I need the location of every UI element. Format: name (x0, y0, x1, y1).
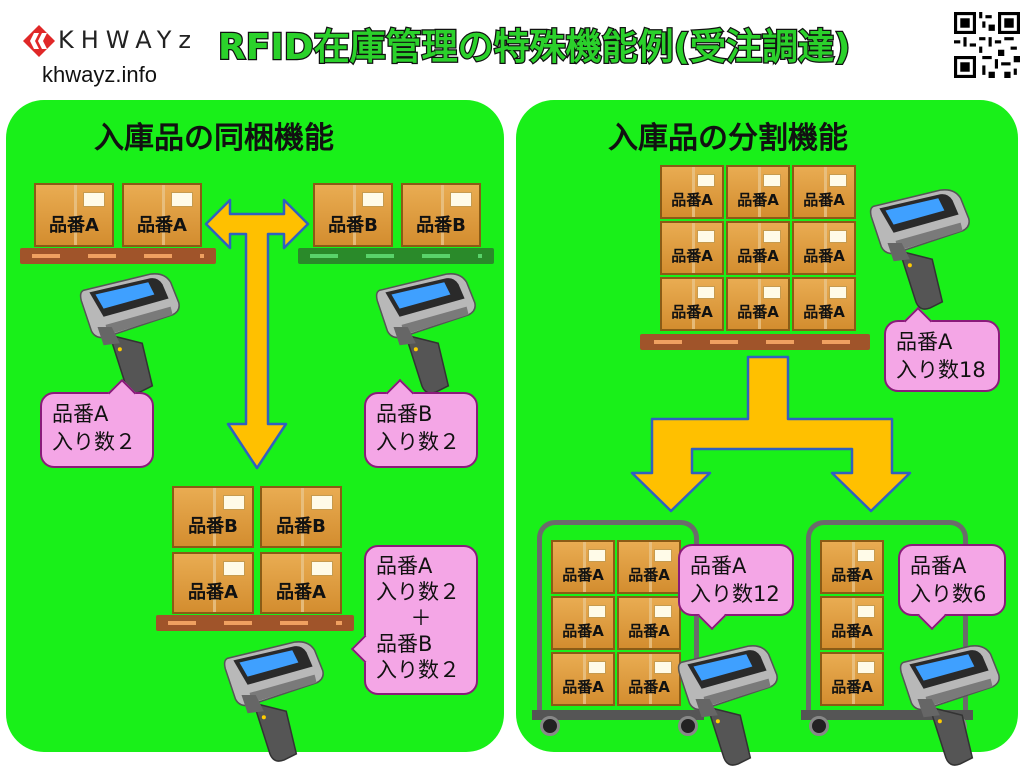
box-part-a: 品番A (617, 540, 681, 594)
pallet-icon (640, 334, 870, 350)
box-part-a: 品番A (551, 596, 615, 650)
box-part-a: 品番A (820, 652, 884, 706)
site-url: khwayz.info (42, 62, 157, 87)
rfid-handheld-reader-icon (79, 273, 180, 394)
box-part-b: 品番B (260, 486, 342, 548)
left-panel-title: 入庫品の同梱機能 (94, 121, 334, 156)
box-part-a: 品番A (34, 183, 114, 247)
box-part-a: 品番A (260, 552, 342, 614)
rfid-handheld-reader-icon (899, 645, 1000, 766)
box-part-a: 品番A (660, 221, 724, 275)
box-part-b: 品番B (313, 183, 393, 247)
speech-bubble-part-a: 品番A 入り数２ (40, 378, 154, 468)
box-part-a: 品番A (792, 221, 856, 275)
box-part-a: 品番A (792, 277, 856, 331)
box-part-a: 品番A (792, 165, 856, 219)
page-title: RFID在庫管理の特殊機能例(受注調達) (217, 26, 852, 70)
speech-bubble-cart1: 品番A 入り数12 (678, 544, 794, 631)
box-part-a: 品番A (122, 183, 202, 247)
khwayz-logo-icon (23, 25, 55, 57)
box-part-a: 品番A (726, 221, 790, 275)
cart-icon (537, 520, 699, 712)
box-part-a: 品番A (551, 540, 615, 594)
box-part-a: 品番A (172, 552, 254, 614)
cart-wheel (678, 716, 698, 736)
box-part-a: 品番A (726, 277, 790, 331)
box-part-b: 品番B (401, 183, 481, 247)
box-part-a: 品番A (660, 277, 724, 331)
pallet-icon (298, 248, 494, 264)
cart-base (801, 710, 973, 720)
cart-icon (806, 520, 968, 712)
speech-bubble-part-b: 品番B 入り数２ (364, 378, 478, 468)
rfid-handheld-reader-icon (677, 645, 778, 766)
box-part-a: 品番A (551, 652, 615, 706)
box-part-a: 品番A (660, 165, 724, 219)
double-arrow-icon (204, 198, 310, 470)
box-part-b: 品番B (172, 486, 254, 548)
split-arrow-icon (630, 355, 912, 513)
rfid-handheld-reader-icon (869, 189, 970, 310)
pallet-icon (156, 615, 354, 631)
rfid-handheld-reader-icon (223, 641, 324, 762)
box-part-a: 品番A (820, 596, 884, 650)
speech-bubble-combined: 品番A 入り数２ ＋ 品番B 入り数２ (350, 545, 478, 695)
right-panel-title: 入庫品の分割機能 (608, 121, 848, 156)
brand-name: KHWAYz (58, 26, 199, 54)
box-part-a: 品番A (617, 596, 681, 650)
speech-bubble-source: 品番A 入り数18 (884, 306, 1000, 392)
box-part-a: 品番A (726, 165, 790, 219)
qr-code-icon (954, 12, 1020, 78)
pallet-icon (20, 248, 216, 264)
speech-bubble-cart2: 品番A 入り数6 (898, 544, 1006, 631)
cart-wheel (540, 716, 560, 736)
cart-wheel (809, 716, 829, 736)
cart-base (532, 710, 704, 720)
rfid-handheld-reader-icon (375, 273, 476, 394)
box-part-a: 品番A (820, 540, 884, 594)
box-part-a: 品番A (617, 652, 681, 706)
